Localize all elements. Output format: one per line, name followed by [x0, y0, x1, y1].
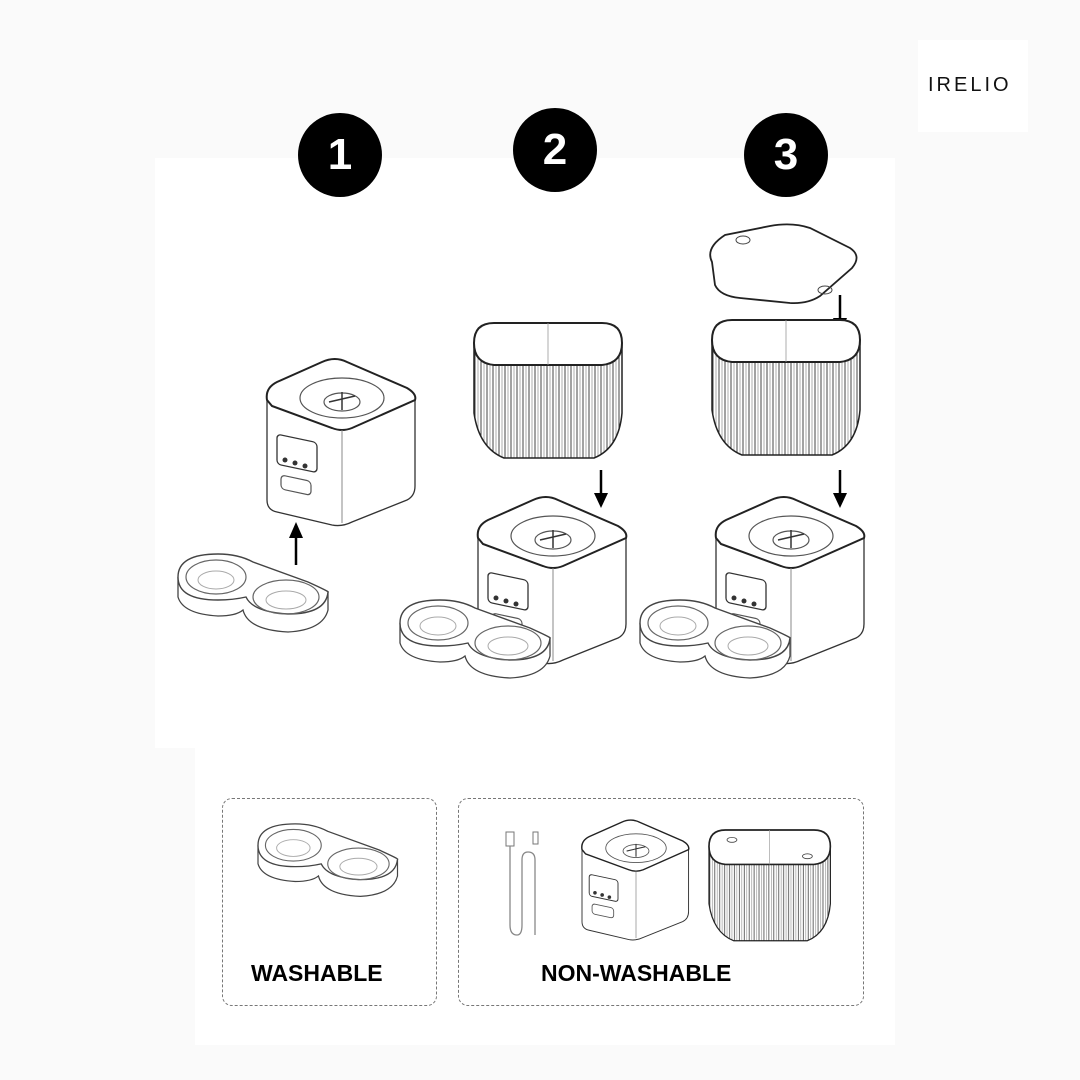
step-3-badge: 3	[744, 113, 828, 197]
step-1-badge: 1	[298, 113, 382, 197]
non-washable-label: NON-WASHABLE	[541, 960, 732, 986]
step-3-lid	[709, 223, 858, 305]
step-3-hopper	[711, 319, 861, 456]
usb-cable-icon	[505, 831, 539, 936]
non-washable-box	[458, 798, 864, 1006]
step-2-badge: 2	[513, 108, 597, 192]
washable-label: WASHABLE	[251, 960, 383, 986]
step-2-hopper	[473, 322, 623, 459]
step-3-arrow-down	[833, 470, 847, 508]
step-1-arrow-up	[289, 522, 303, 565]
step-1-feeder-base	[265, 358, 417, 527]
step-1-bowl	[177, 553, 329, 633]
step-2-arrow-down	[594, 470, 608, 508]
brand-box	[918, 40, 1028, 132]
washable-box	[222, 798, 437, 1006]
food-container-icon	[708, 829, 832, 942]
brand-logo: IRELIO	[928, 74, 1012, 96]
